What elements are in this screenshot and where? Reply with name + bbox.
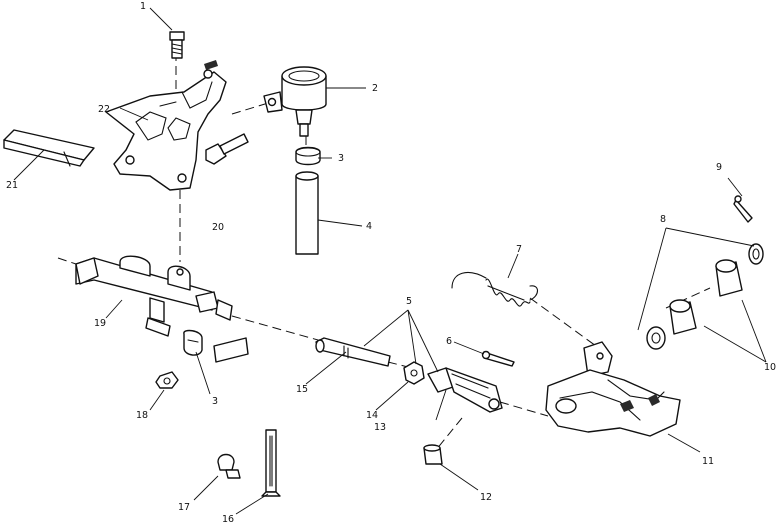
part-3-lower-clamp	[183, 329, 203, 356]
part-18-nut	[155, 371, 179, 389]
callout-16: 16	[222, 514, 234, 523]
part-9-pin	[733, 195, 753, 223]
part-15-push-rod	[315, 337, 391, 367]
callout-labels: 1 2 3 3 4 5 6 7 8 9 10 11 12 13 14 15 16…	[6, 1, 776, 523]
callout-9: 9	[716, 162, 722, 173]
part-8-washer-upper	[748, 243, 764, 265]
part-10-bushing-lower	[669, 299, 697, 335]
part-11-lever-assembly	[545, 341, 681, 437]
part-12-clevis-pin	[423, 444, 443, 465]
callout-11: 11	[702, 456, 714, 467]
part-4-hose	[295, 171, 319, 255]
callout-1: 1	[140, 1, 146, 12]
part-8-washer-lower	[646, 326, 666, 350]
callout-10: 10	[764, 362, 776, 373]
callout-5: 5	[406, 296, 412, 307]
part-2-reservoir	[263, 66, 327, 137]
callout-22: 22	[98, 104, 110, 115]
part-7-return-spring	[451, 272, 539, 307]
callout-4: 4	[366, 221, 372, 232]
callout-17: 17	[178, 502, 190, 513]
part-22-mounting-bracket	[105, 60, 227, 191]
bracket-mounting-bolt	[205, 133, 249, 165]
part-21-hose-sleeve	[3, 129, 95, 167]
callout-18: 18	[136, 410, 148, 421]
part-19-master-cylinder	[75, 255, 233, 337]
callout-14: 14	[366, 410, 378, 421]
callout-21: 21	[6, 180, 18, 191]
part-6-cotter-pin	[481, 350, 515, 367]
part-3-upper-clamp	[295, 146, 321, 166]
callout-8: 8	[660, 214, 666, 225]
callout-3b: 3	[212, 396, 218, 407]
callout-19: 19	[94, 318, 106, 329]
callout-2: 2	[372, 83, 378, 94]
callout-7: 7	[516, 244, 522, 255]
callout-3: 3	[338, 153, 344, 164]
callout-12: 12	[480, 492, 492, 503]
part-16-strap	[261, 429, 281, 497]
part-14-jam-nut	[403, 361, 425, 385]
callout-20: 20	[212, 222, 224, 233]
part-1-bolt	[169, 31, 185, 59]
part-17-push-plug	[217, 453, 241, 479]
leader-lines	[13, 7, 767, 515]
short-hose-segment	[213, 337, 249, 363]
callout-15: 15	[296, 384, 308, 395]
callout-6: 6	[446, 336, 452, 347]
part-10-bushing-upper	[715, 259, 743, 297]
callout-13: 13	[374, 422, 386, 433]
part-13-clevis	[427, 367, 503, 413]
